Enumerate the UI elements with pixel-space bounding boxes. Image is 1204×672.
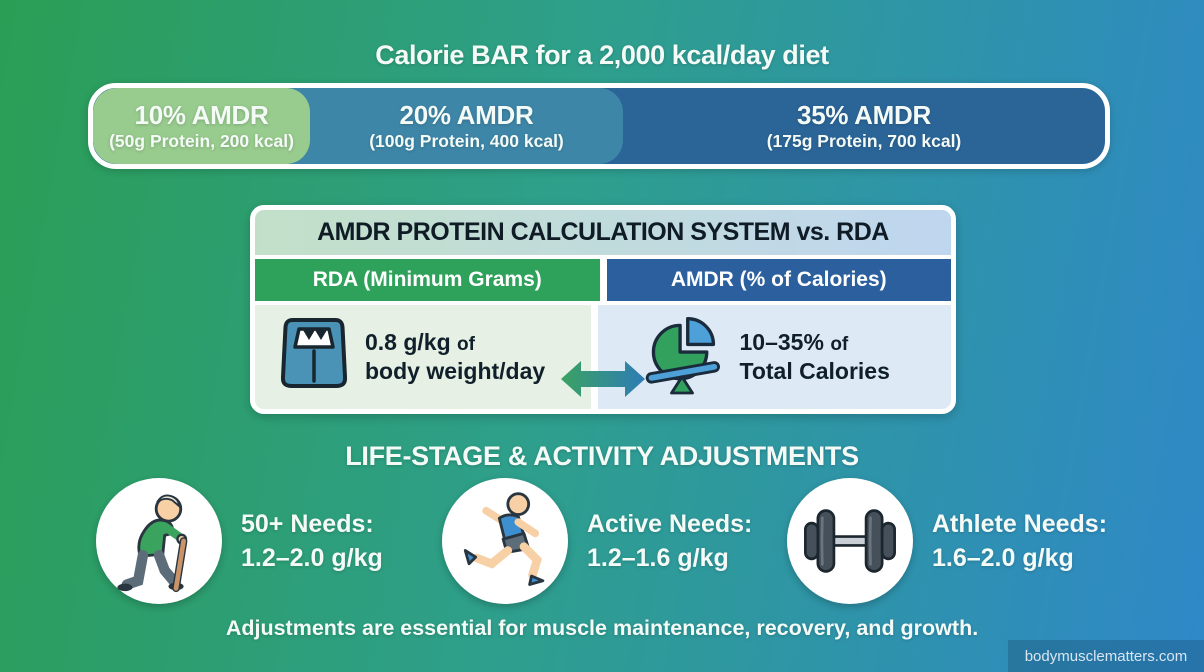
adjustment-item-seniors: 50+ Needs: 1.2–2.0 g/kg xyxy=(96,478,383,604)
adjustment-line2: 1.2–1.6 g/kg xyxy=(587,544,729,572)
amdr-value-text: 10–35% of Total Calories xyxy=(740,328,890,387)
adjustment-line2: 1.2–2.0 g/kg xyxy=(241,544,383,572)
segment-detail: (100g Protein, 400 kcal) xyxy=(369,131,564,152)
adjustment-text: Athlete Needs: 1.6–2.0 g/kg xyxy=(932,507,1107,576)
adjustment-item-active: Active Needs: 1.2–1.6 g/kg xyxy=(442,478,752,604)
footer-note: Adjustments are essential for muscle mai… xyxy=(225,616,979,640)
section-heading: LIFE-STAGE & ACTIVITY ADJUSTMENTS xyxy=(345,441,859,471)
amdr-value-suffix: of xyxy=(830,333,849,355)
rda-column-header: RDA (Minimum Grams) xyxy=(255,259,600,301)
amdr-column-header: AMDR (% of Calories) xyxy=(606,259,951,301)
elderly-icon xyxy=(96,478,222,604)
watermark: bodymusclematters.com xyxy=(1008,640,1204,672)
pie-balance-icon xyxy=(642,309,722,404)
amdr-value-line2: Total Calories xyxy=(739,358,890,384)
bar-segment-35pct-text: 35% AMDR (175g Protein, 700 kcal) xyxy=(623,88,1105,164)
segment-detail: (175g Protein, 700 kcal) xyxy=(766,131,962,152)
adjustment-line2: 1.6–2.0 g/kg xyxy=(932,544,1074,572)
segment-label: 10% AMDR xyxy=(134,99,269,130)
bar-segment-10pct xyxy=(93,88,310,164)
comparison-table-body-row: 0.8 g/kg of body weight/day xyxy=(255,305,951,409)
comparison-table-title: AMDR PROTEIN CALCULATION SYSTEM vs. RDA xyxy=(255,210,951,255)
double-arrow-icon xyxy=(559,356,647,402)
amdr-value-cell: 10–35% of Total Calories xyxy=(597,305,951,409)
adjustment-text: Active Needs: 1.2–1.6 g/kg xyxy=(587,507,752,576)
rda-value-suffix: of xyxy=(457,333,475,355)
bar-segment-10pct-text: 10% AMDR (50g Protein, 200 kcal) xyxy=(93,88,310,164)
rda-value: 0.8 g/kg xyxy=(365,328,451,355)
runner-icon xyxy=(442,478,568,604)
dumbbell-icon xyxy=(787,478,913,604)
scale-icon xyxy=(280,317,348,396)
rda-value-cell: 0.8 g/kg of body weight/day xyxy=(255,305,591,409)
adjustment-line1: 50+ Needs: xyxy=(241,509,374,538)
adjustment-line1: Active Needs: xyxy=(587,509,753,538)
bar-segment-20pct-text: 20% AMDR (100g Protein, 400 kcal) xyxy=(310,88,623,164)
segment-detail: (50g Protein, 200 kcal) xyxy=(109,131,294,152)
amdr-value: 10–35% xyxy=(739,328,824,355)
adjustment-item-athlete: Athlete Needs: 1.6–2.0 g/kg xyxy=(787,478,1107,604)
page-title: Calorie BAR for a 2,000 kcal/day diet xyxy=(375,40,829,70)
segment-label: 35% AMDR xyxy=(797,99,931,130)
adjustment-text: 50+ Needs: 1.2–2.0 g/kg xyxy=(241,507,383,576)
calorie-bar: 10% AMDR (50g Protein, 200 kcal) 20% AMD… xyxy=(88,83,1110,169)
segment-label: 20% AMDR xyxy=(399,99,534,130)
adjustment-line1: Athlete Needs: xyxy=(932,509,1108,538)
rda-value-line2: body weight/day xyxy=(365,358,546,384)
comparison-table: AMDR PROTEIN CALCULATION SYSTEM vs. RDA … xyxy=(250,205,956,414)
comparison-table-header-row: RDA (Minimum Grams) AMDR (% of Calories) xyxy=(255,259,951,301)
rda-value-text: 0.8 g/kg of body weight/day xyxy=(365,328,545,387)
